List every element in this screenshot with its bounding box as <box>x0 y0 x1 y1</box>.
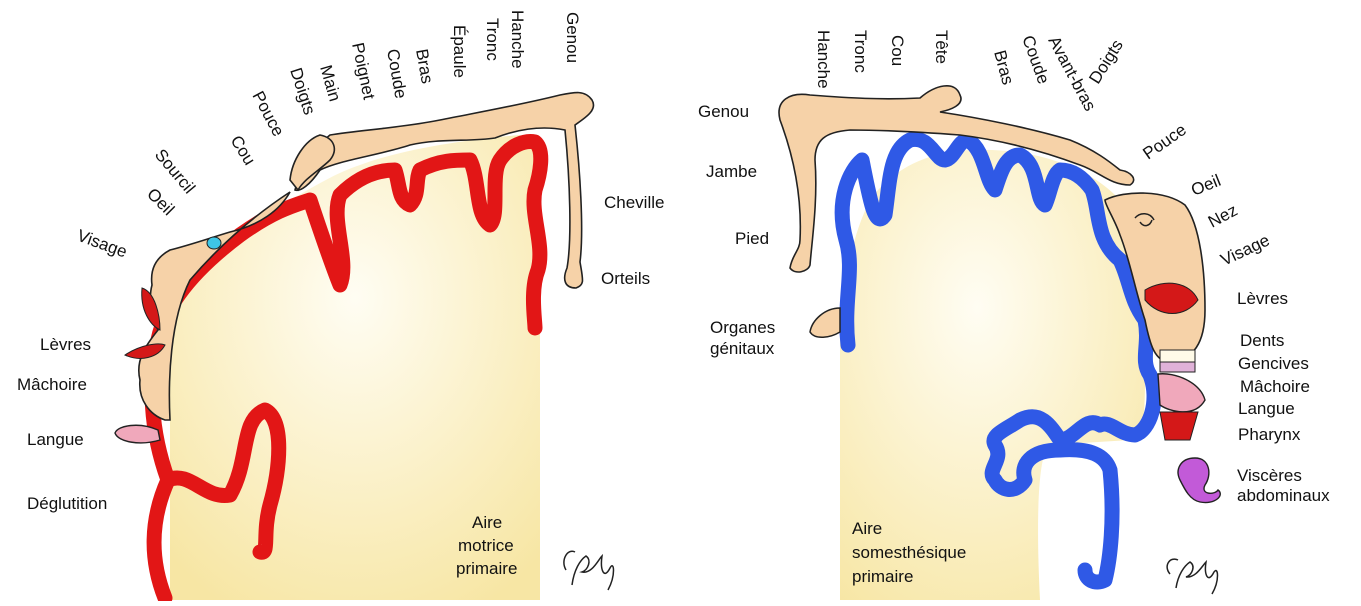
motor-label-orteils: Orteils <box>601 269 650 288</box>
sensory-label-langue: Langue <box>1238 399 1295 418</box>
sensory-label-levres: Lèvres <box>1237 289 1288 308</box>
sensory-teeth-icon <box>1160 350 1195 362</box>
sensory-panel: Hanche Tronc Cou Tête Bras Coude Avant-b… <box>698 30 1330 600</box>
sensory-genitalia-icon <box>810 308 840 337</box>
sensory-label-organes-1: Organes <box>710 318 775 337</box>
sensory-label-hanche: Hanche <box>814 30 833 89</box>
sensory-label-pharynx: Pharynx <box>1238 425 1301 444</box>
motor-label-coude: Coude <box>383 47 410 100</box>
sensory-label-bras: Bras <box>990 48 1017 87</box>
sensory-label-jambe: Jambe <box>706 162 757 181</box>
sensory-viscera-icon <box>1178 458 1220 503</box>
motor-label-langue: Langue <box>27 430 84 449</box>
sensory-label-gencives: Gencives <box>1238 354 1309 373</box>
sensory-label-cou: Cou <box>888 35 907 66</box>
motor-label-cou: Cou <box>227 132 260 169</box>
motor-label-doigts: Doigts <box>286 65 319 117</box>
sensory-label-doigts: Doigts <box>1085 36 1127 87</box>
sensory-label-visage: Visage <box>1218 231 1273 270</box>
motor-label-genou: Genou <box>563 12 582 63</box>
motor-label-oeil: Oeil <box>143 184 178 219</box>
sensory-label-tete: Tête <box>932 30 951 64</box>
sensory-tongue-icon <box>1158 374 1205 412</box>
sensory-label-organes-2: génitaux <box>710 339 775 358</box>
motor-eye-icon <box>207 237 221 249</box>
sensory-label-nez: Nez <box>1205 201 1241 232</box>
motor-label-pouce: Pouce <box>248 88 287 139</box>
sensory-label-genou: Genou <box>698 102 749 121</box>
sensory-area-label-3: primaire <box>852 567 913 586</box>
motor-area-label-3: primaire <box>456 559 517 578</box>
motor-label-tronc: Tronc <box>483 18 502 61</box>
motor-label-levres: Lèvres <box>40 335 91 354</box>
sensory-gums-icon <box>1160 362 1195 372</box>
sensory-label-tronc: Tronc <box>851 30 870 73</box>
sensory-signature-icon <box>1167 559 1217 594</box>
motor-panel: Genou Hanche Tronc Épaule Bras Coude Poi… <box>17 10 664 600</box>
motor-label-bras: Bras <box>412 47 437 85</box>
sensory-label-pouce: Pouce <box>1139 120 1189 163</box>
sensory-label-machoire: Mâchoire <box>1240 377 1310 396</box>
motor-label-deglutition: Déglutition <box>27 494 107 513</box>
sensory-label-dents: Dents <box>1240 331 1284 350</box>
motor-signature-icon <box>564 551 614 590</box>
sensory-label-visceres-2: abdominaux <box>1237 486 1330 505</box>
motor-tongue-icon <box>115 425 160 443</box>
motor-label-epaule: Épaule <box>450 25 469 78</box>
motor-area-label-2: motrice <box>458 536 514 555</box>
sensory-label-oeil: Oeil <box>1188 171 1223 200</box>
motor-label-machoire: Mâchoire <box>17 375 87 394</box>
sensory-area-label-1: Aire <box>852 519 882 538</box>
motor-label-visage: Visage <box>75 226 130 262</box>
sensory-label-pied: Pied <box>735 229 769 248</box>
motor-area-label-1: Aire <box>472 513 502 532</box>
motor-label-hanche: Hanche <box>508 10 527 69</box>
sensory-label-visceres-1: Viscères <box>1237 466 1302 485</box>
sensory-pharynx-icon <box>1160 412 1198 440</box>
motor-label-main: Main <box>316 63 344 104</box>
motor-label-poignet: Poignet <box>348 41 379 102</box>
motor-label-cheville: Cheville <box>604 193 664 212</box>
sensory-area-label-2: somesthésique <box>852 543 966 562</box>
